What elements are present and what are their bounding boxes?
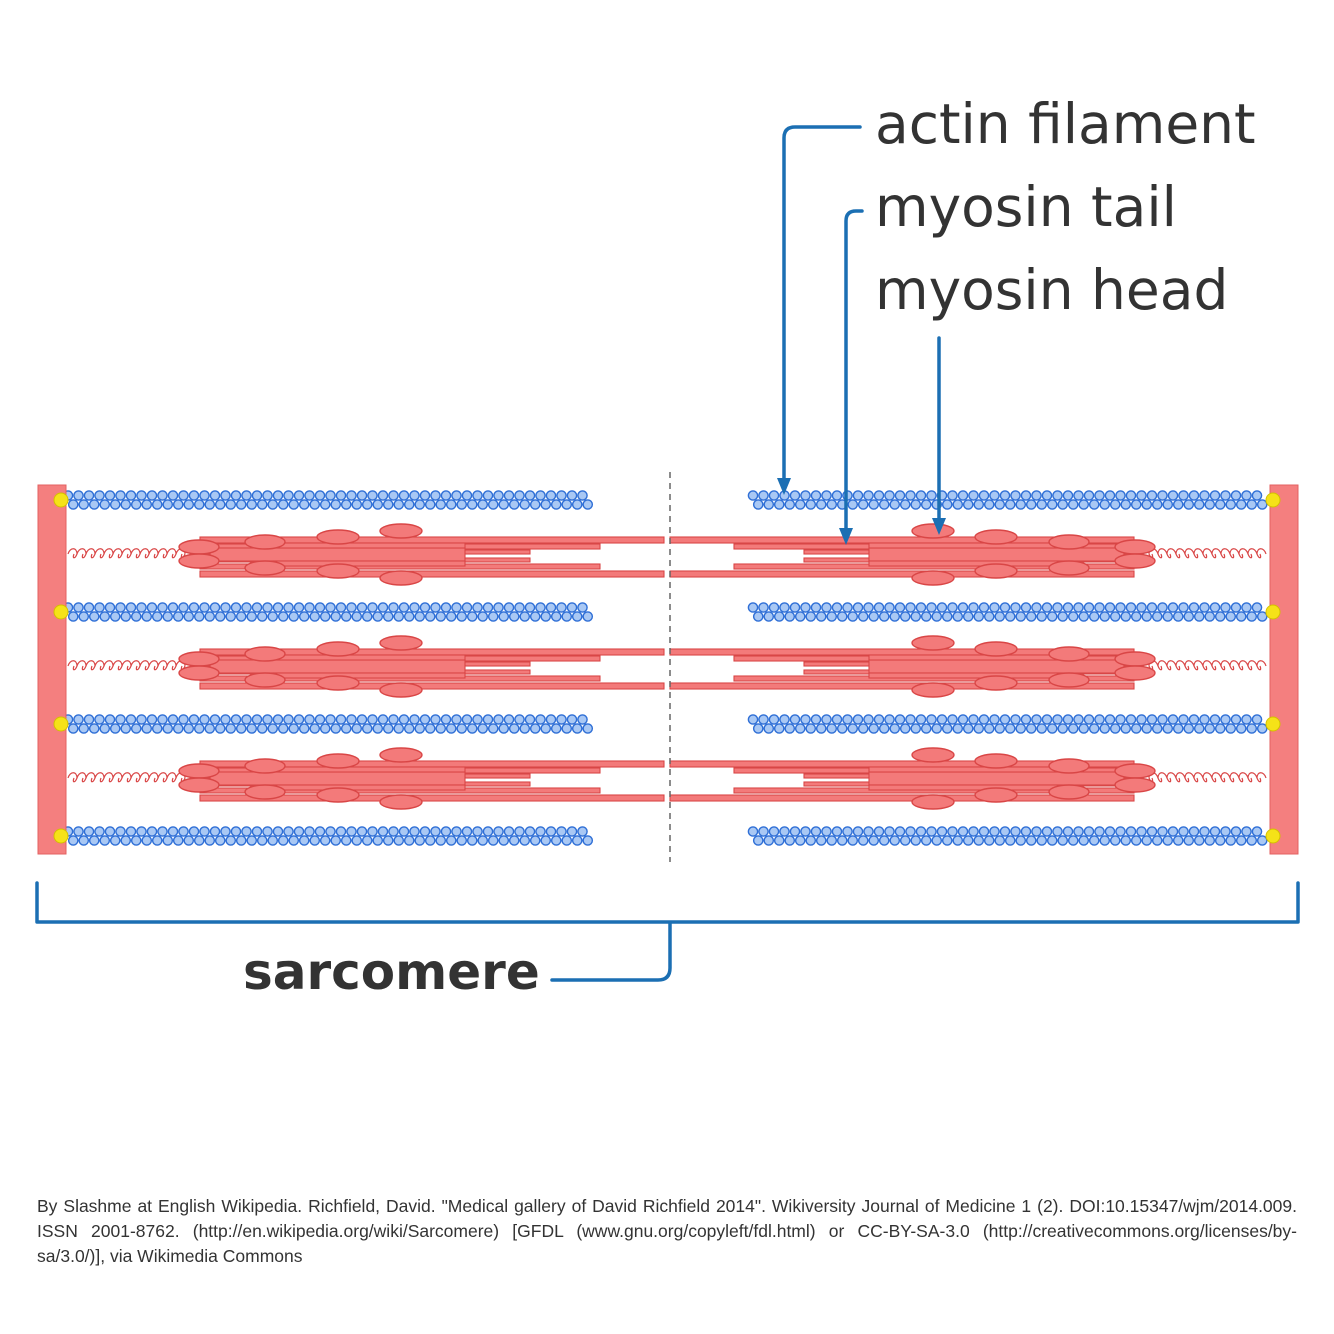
- actin-filament-left: [62, 602, 594, 622]
- actin-arrowhead-icon: [777, 478, 791, 495]
- label-sarcomere: sarcomere: [243, 943, 540, 1001]
- anchor-dot-left: [53, 716, 69, 732]
- actin-filament-right: [747, 490, 1268, 510]
- sarcomere-bracket: [35, 881, 1300, 982]
- actin-filament-right: [747, 826, 1268, 846]
- myosin-filaments: [67, 523, 1267, 810]
- myosin-filament-right: [669, 635, 1267, 698]
- label-myosin-head: myosin head: [875, 258, 1228, 322]
- actin-filament-left: [62, 826, 594, 846]
- actin-filament-right: [747, 714, 1268, 734]
- myosin-filament-right: [669, 523, 1267, 586]
- anchor-dot-left: [53, 492, 69, 508]
- myosin-filament-right: [669, 747, 1267, 810]
- label-actin-filament: actin filament: [875, 92, 1256, 156]
- myosin-tail-leader-line: [844, 209, 864, 532]
- actin-filaments: [62, 490, 1268, 846]
- anchor-dot-right: [1265, 604, 1281, 620]
- actin-leader-line: [782, 125, 862, 482]
- z-disc-left: [37, 484, 67, 855]
- z-disc-anchors: [53, 492, 1281, 844]
- anchor-dot-left: [53, 828, 69, 844]
- z-disc-right: [1269, 484, 1299, 855]
- label-myosin-tail: myosin tail: [875, 175, 1177, 239]
- myosin-filament-left: [67, 635, 665, 698]
- anchor-dot-left: [53, 604, 69, 620]
- anchor-dot-right: [1265, 716, 1281, 732]
- actin-filament-right: [747, 602, 1268, 622]
- image-credit: By Slashme at English Wikipedia. Richfie…: [37, 1196, 1297, 1266]
- myosin-head-arrowhead-icon: [932, 518, 946, 535]
- actin-filament-left: [62, 714, 594, 734]
- myosin-filament-left: [67, 523, 665, 586]
- myosin-tail-arrowhead-icon: [839, 528, 853, 545]
- anchor-dot-right: [1265, 492, 1281, 508]
- myosin-filament-left: [67, 747, 665, 810]
- actin-filament-left: [62, 490, 594, 510]
- anchor-dot-right: [1265, 828, 1281, 844]
